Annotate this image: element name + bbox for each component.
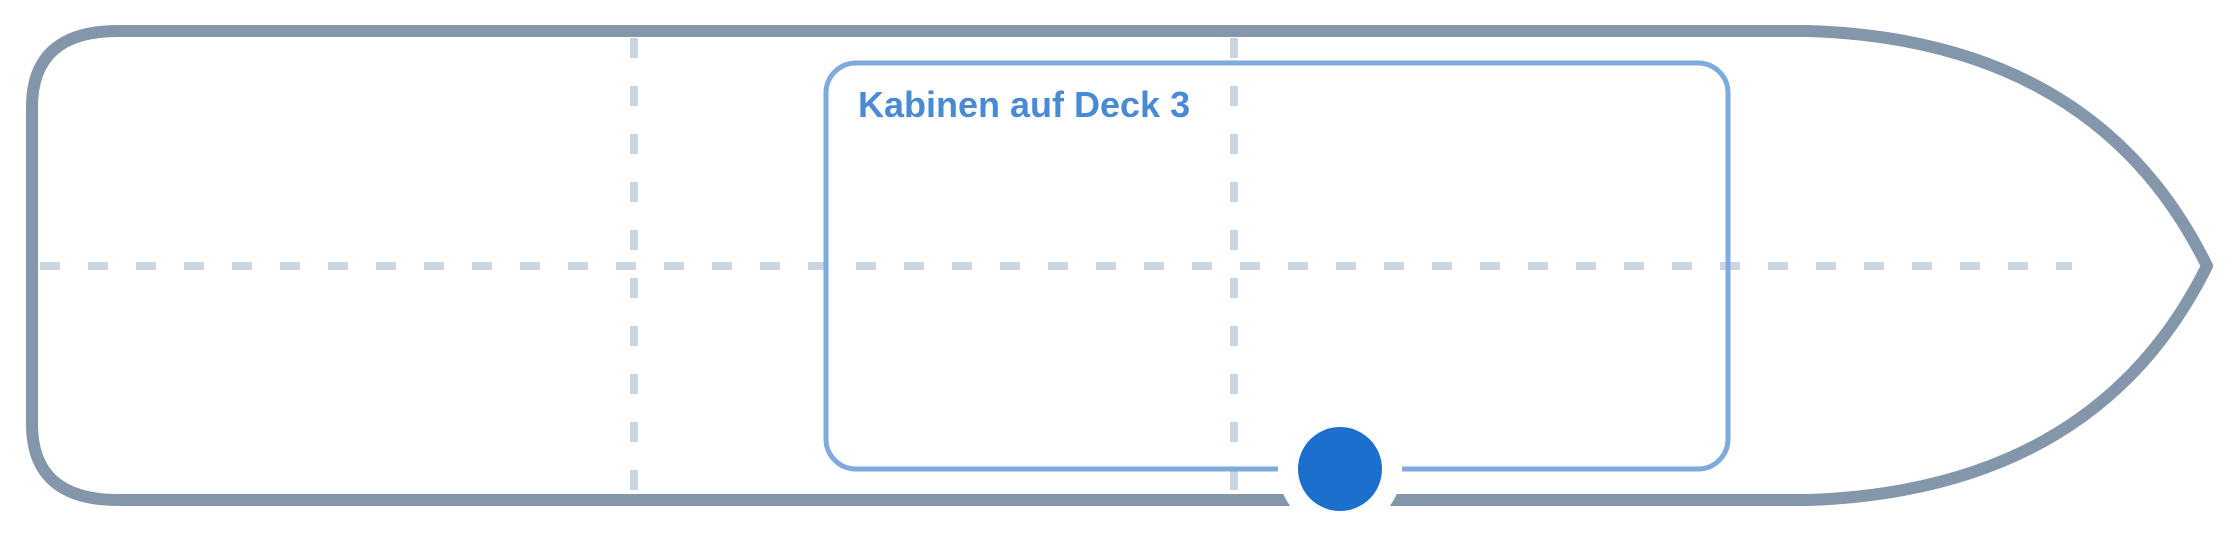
guide-lines	[40, 38, 2072, 490]
location-dot-icon	[1298, 427, 1382, 511]
cabin-zone-outline	[823, 60, 1731, 472]
cabin-zone-label: Kabinen auf Deck 3	[858, 84, 1190, 125]
ship-hull-outline	[26, 25, 2213, 506]
cabin-zone[interactable]: Kabinen auf Deck 3	[823, 60, 1731, 472]
location-marker[interactable]	[1278, 407, 1402, 531]
